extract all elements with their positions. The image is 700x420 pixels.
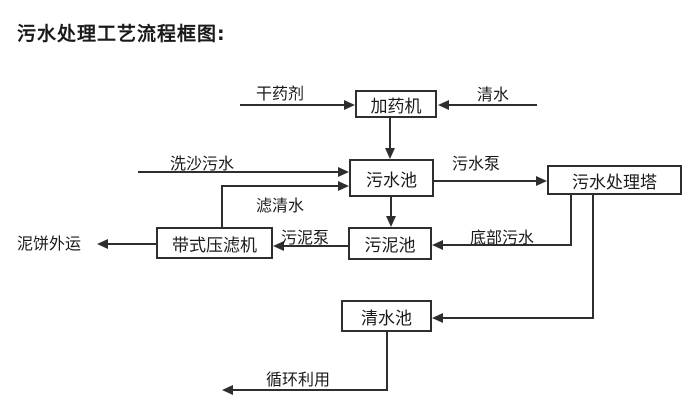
edge-tower-to-clearpool-vline [592, 194, 594, 319]
edge-label-sewage-pump: 污水泵 [452, 154, 501, 173]
node-dosing-machine-label: 加药机 [370, 96, 422, 117]
edge-recycle-hline [232, 389, 388, 391]
edge-sand-washing-line [138, 171, 339, 173]
edge-bottom-sewage-hline [442, 244, 572, 246]
edge-mud-cake-arrowhead-icon [97, 239, 108, 249]
edge-dosing-to-sewagepool-arrowhead-icon [385, 148, 395, 159]
edge-label-bottom-sewage: 底部污水 [470, 228, 535, 247]
edge-label-filtered-water: 滤清水 [256, 196, 305, 215]
node-belt-filter-press: 带式压滤机 [156, 227, 273, 259]
edge-filtered-water-hline [221, 185, 339, 187]
edge-clean-water-line [448, 104, 537, 106]
node-treatment-tower-label: 污水处理塔 [572, 172, 657, 193]
edge-sand-washing-arrowhead-icon [338, 167, 349, 177]
edge-clean-water-arrowhead-icon [438, 100, 449, 110]
edge-recycle-vline [386, 332, 388, 391]
edge-tower-to-clearpool-arrowhead-icon [432, 313, 443, 323]
edge-sewage-pump-line [434, 180, 537, 182]
edge-bottom-sewage-arrowhead-icon [432, 240, 443, 250]
edge-label-mud-cake-outbound: 泥饼外运 [17, 234, 82, 253]
node-sludge-pool: 污泥池 [348, 227, 432, 260]
node-sewage-pool: 污水池 [349, 159, 434, 197]
edge-bottom-sewage-vline [570, 194, 572, 246]
edge-label-sand-washing-sewage: 洗沙污水 [170, 154, 235, 173]
page-title: 污水处理工艺流程框图: [17, 23, 226, 45]
edge-sewagepool-to-sludgepool-line [390, 197, 392, 217]
edge-mud-cake-line [108, 243, 156, 245]
node-treatment-tower: 污水处理塔 [547, 165, 682, 195]
edge-filtered-water-arrowhead-icon [338, 181, 349, 191]
edge-dosing-to-sewagepool-line [389, 118, 391, 149]
node-clear-water-pool-label: 清水池 [361, 308, 412, 329]
edge-label-clean-water: 清水 [477, 85, 510, 104]
edge-dry-chemical-line [240, 104, 345, 106]
edge-filtered-water-vline [221, 185, 223, 228]
edge-label-dry-chemical: 干药剂 [256, 84, 305, 103]
edge-sludge-pump-arrowhead-icon [273, 241, 284, 251]
node-belt-filter-press-label: 带式压滤机 [172, 235, 257, 256]
node-clear-water-pool: 清水池 [341, 300, 432, 332]
node-dosing-machine: 加药机 [355, 90, 437, 118]
edge-dry-chemical-arrowhead-icon [344, 100, 355, 110]
edge-sewagepool-to-sludgepool-arrowhead-icon [386, 216, 396, 227]
node-sludge-pool-label: 污泥池 [364, 236, 416, 256]
edge-sewage-pump-arrowhead-icon [536, 176, 547, 186]
edge-recycle-arrowhead-icon [222, 385, 233, 395]
node-sewage-pool-label: 污水池 [366, 170, 417, 191]
edge-tower-to-clearpool-hline [442, 317, 594, 319]
edge-label-sludge-pump: 污泥泵 [281, 228, 330, 247]
edge-label-recycle-use: 循环利用 [266, 370, 331, 389]
edge-sludge-pump-line [283, 245, 348, 247]
